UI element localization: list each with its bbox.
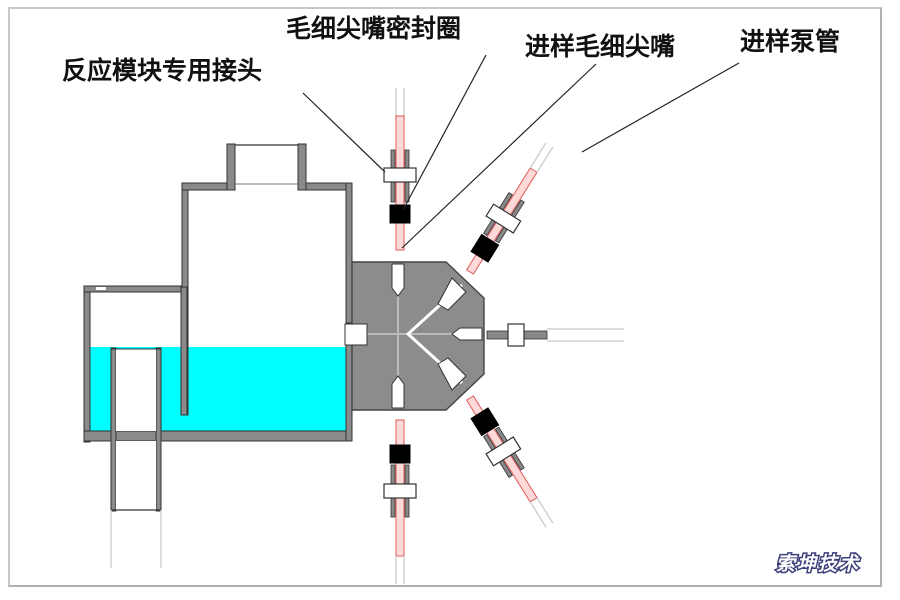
main-chamber-top-right-wall bbox=[299, 182, 353, 191]
upper-diag-pump-tube-a bbox=[529, 142, 547, 169]
top-seal-ring bbox=[389, 204, 411, 224]
main-chamber-right-wall-lower bbox=[345, 344, 353, 442]
label-sample-capillary-tip: 进样毛细尖嘴 bbox=[525, 32, 675, 61]
vessel-bottom-wall bbox=[83, 430, 353, 442]
lower-diag-port bbox=[437, 357, 467, 391]
outlet-tube-right-wall bbox=[155, 347, 162, 512]
top-port bbox=[391, 263, 405, 297]
reaction-module bbox=[344, 261, 485, 411]
dip-pipe bbox=[180, 286, 188, 416]
upper-diag-port bbox=[437, 277, 467, 311]
neck-left-wall bbox=[226, 143, 236, 191]
bottom-seal-ring bbox=[389, 444, 411, 464]
leader-capillary-tip-seal bbox=[402, 54, 487, 211]
main-chamber-top-left-wall bbox=[181, 182, 235, 191]
lower-diag-pump-tube-b bbox=[529, 501, 547, 528]
vent-slot bbox=[96, 287, 106, 290]
leader-reaction-module-connector bbox=[302, 92, 386, 173]
outlet-tube-inner bbox=[116, 349, 156, 431]
left-port bbox=[344, 323, 368, 346]
upper-diag-pump-tube-b bbox=[536, 146, 554, 173]
bottom-capillary-assembly bbox=[383, 419, 417, 584]
right-connector-nut bbox=[507, 323, 525, 347]
top-capillary bbox=[395, 115, 405, 251]
right-horizontal-connector bbox=[486, 323, 624, 347]
outlet-tube-inner-lower bbox=[116, 441, 156, 511]
lower-diag-connector-nut bbox=[485, 436, 522, 467]
lower-diag-capillary-assembly bbox=[465, 395, 554, 528]
leader-sample-pump-tube bbox=[581, 62, 740, 153]
bottom-connector-nut bbox=[383, 483, 417, 499]
lower-diag-seal-ring bbox=[470, 407, 500, 437]
left-chamber-left-wall bbox=[83, 285, 91, 443]
label-sample-pump-tube: 进样泵管 bbox=[740, 27, 840, 56]
top-connector-nut bbox=[383, 167, 417, 183]
upper-diag-seal-ring bbox=[470, 233, 500, 263]
leader-sample-capillary-tip bbox=[401, 63, 597, 249]
neck-right-wall bbox=[297, 143, 307, 191]
main-chamber-right-wall-upper bbox=[345, 182, 353, 324]
watermark: 索坤技术 bbox=[776, 553, 860, 575]
outlet-tube-left-wall bbox=[110, 347, 117, 512]
upper-diag-connector-nut bbox=[485, 203, 522, 234]
bottom-port bbox=[391, 375, 405, 409]
label-reaction-module-connector: 反应模块专用接头 bbox=[62, 56, 262, 85]
top-capillary-assembly bbox=[383, 88, 417, 251]
right-port bbox=[451, 327, 483, 341]
upper-diag-capillary-assembly bbox=[465, 142, 554, 275]
reaction-vessel bbox=[83, 143, 353, 568]
lower-diag-pump-tube-a bbox=[536, 497, 554, 524]
label-capillary-tip-seal: 毛细尖嘴密封圈 bbox=[286, 14, 461, 43]
